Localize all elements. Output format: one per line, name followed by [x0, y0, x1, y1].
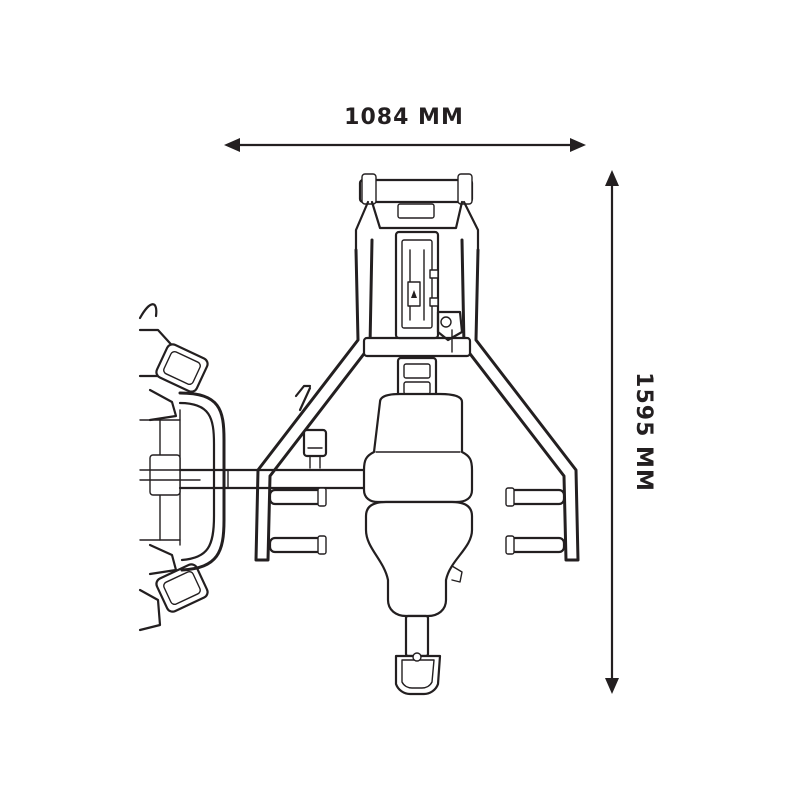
main-a-frame [254, 238, 580, 562]
pivot-block [384, 356, 448, 400]
depth-label: 1595 MM [631, 372, 656, 492]
right-handles [505, 487, 566, 555]
width-label: 1084 MM [344, 105, 464, 130]
seat-pad [364, 500, 474, 618]
double-headed-horizontal-arrow-icon [224, 138, 586, 152]
weight-plate-assembly [138, 303, 226, 632]
machine-drawing [138, 173, 580, 696]
top-frame-head [354, 173, 480, 252]
foot-rest [394, 614, 442, 696]
left-handles [268, 487, 327, 555]
width-dimension: 1084 MM [224, 105, 586, 152]
connecting-beam [178, 468, 372, 490]
depth-dimension: 1595 MM [605, 170, 656, 694]
central-column [394, 230, 464, 353]
double-headed-vertical-arrow-icon [605, 170, 619, 694]
side-lever [294, 384, 328, 469]
back-pad [362, 392, 474, 504]
